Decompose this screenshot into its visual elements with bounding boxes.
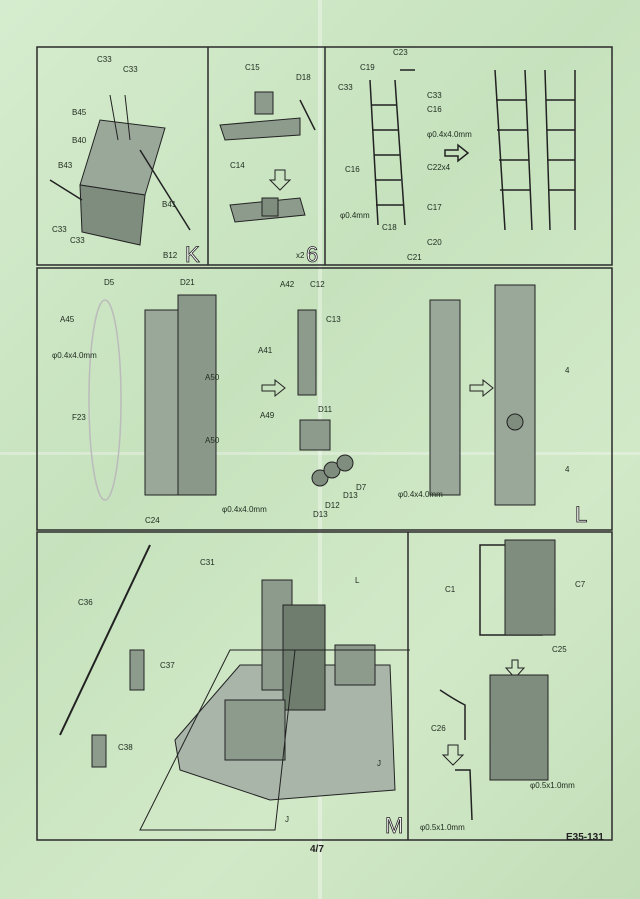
label-m-j-a: J [285,815,289,824]
label-l-c12: C12 [310,280,325,289]
panel-l-letter: L [575,502,587,527]
label-l-f23: F23 [72,413,86,422]
label-ladder-dim-b: φ0.4mm [340,211,370,220]
ladder-panel-diagram [369,69,576,231]
label-l-a49: A49 [260,411,275,420]
label-l-dim-b: φ0.4x4.0mm [222,505,267,514]
label-grille-dim-b: φ0.5x1.0mm [420,823,465,832]
label-l-d12: D12 [325,501,340,510]
label-ladder-c22x4: C22x4 [427,163,451,172]
label-k-b41: B41 [162,200,177,209]
label-l-dim-c: φ0.4x4.0mm [398,490,443,499]
label-6-d18: D18 [296,73,311,82]
label-l-num-b: 4 [565,465,570,474]
label-grille-c1: C1 [445,585,456,594]
label-m-c37: C37 [160,661,175,670]
label-ladder-c23: C23 [393,48,408,57]
label-k-c33-c: C33 [52,225,67,234]
label-m-c31: C31 [200,558,215,567]
label-l-a50-b: A50 [205,436,220,445]
label-m-l: L [355,576,360,585]
label-l-dim-a: φ0.4x4.0mm [52,351,97,360]
label-ladder-c33-a: C33 [338,83,353,92]
panel-borders [36,46,613,841]
label-grille-c26: C26 [431,724,446,733]
label-l-a42: A42 [280,280,295,289]
label-l-c24: C24 [145,516,160,525]
label-6-c15: C15 [245,63,260,72]
panel-k-diagram [49,94,191,246]
label-ladder-dim-a: φ0.4x4.0mm [427,130,472,139]
panel-6-diagram [219,91,316,223]
label-ladder-c18: C18 [382,223,397,232]
page-number: 4/7 [310,844,324,855]
label-m-c38: C38 [118,743,133,752]
label-l-d13-b: D13 [313,510,328,519]
label-l-num-a: 4 [565,366,570,375]
label-l-a41: A41 [258,346,273,355]
panel-l-diagram [88,284,536,506]
label-k-b40: B40 [72,136,87,145]
label-l-d5: D5 [104,278,115,287]
panel-6-letter: 6 [306,242,318,267]
label-k-c33-a: C33 [97,55,112,64]
label-k-c33-b: C33 [123,65,138,74]
panel-k-letter: K [185,242,200,267]
label-l-a50-a: A50 [205,373,220,382]
label-ladder-c19: C19 [360,63,375,72]
label-l-d21: D21 [180,278,195,287]
label-ladder-c17: C17 [427,203,442,212]
label-m-c36: C36 [78,598,93,607]
label-k-c33-d: C33 [70,236,85,245]
panel-6-mult: x2 [296,251,305,260]
label-ladder-c21: C21 [407,253,422,262]
label-grille-c25: C25 [552,645,567,654]
label-k-b45: B45 [72,108,87,117]
label-l-c13: C13 [326,315,341,324]
label-l-d13-a: D13 [343,491,358,500]
label-ladder-c16-b: C16 [345,165,360,174]
label-ladder-c16-a: C16 [427,105,442,114]
panel-m-diagram [59,539,556,831]
panel-m-letter: M [385,813,403,838]
label-l-d7: D7 [356,483,367,492]
label-m-j-b: J [377,759,381,768]
label-grille-dim-a: φ0.5x1.0mm [530,781,575,790]
label-grille-c7: C7 [575,580,586,589]
label-ladder-c20: C20 [427,238,442,247]
panel-k-tag: B12 [163,251,178,260]
label-l-d11: D11 [318,405,333,414]
label-k-b43: B43 [58,161,73,170]
label-l-a45: A45 [60,315,75,324]
label-6-c14: C14 [230,161,245,170]
label-ladder-c33-b: C33 [427,91,442,100]
fold-line-horizontal [0,452,640,455]
product-code: E35-131 [566,832,604,843]
